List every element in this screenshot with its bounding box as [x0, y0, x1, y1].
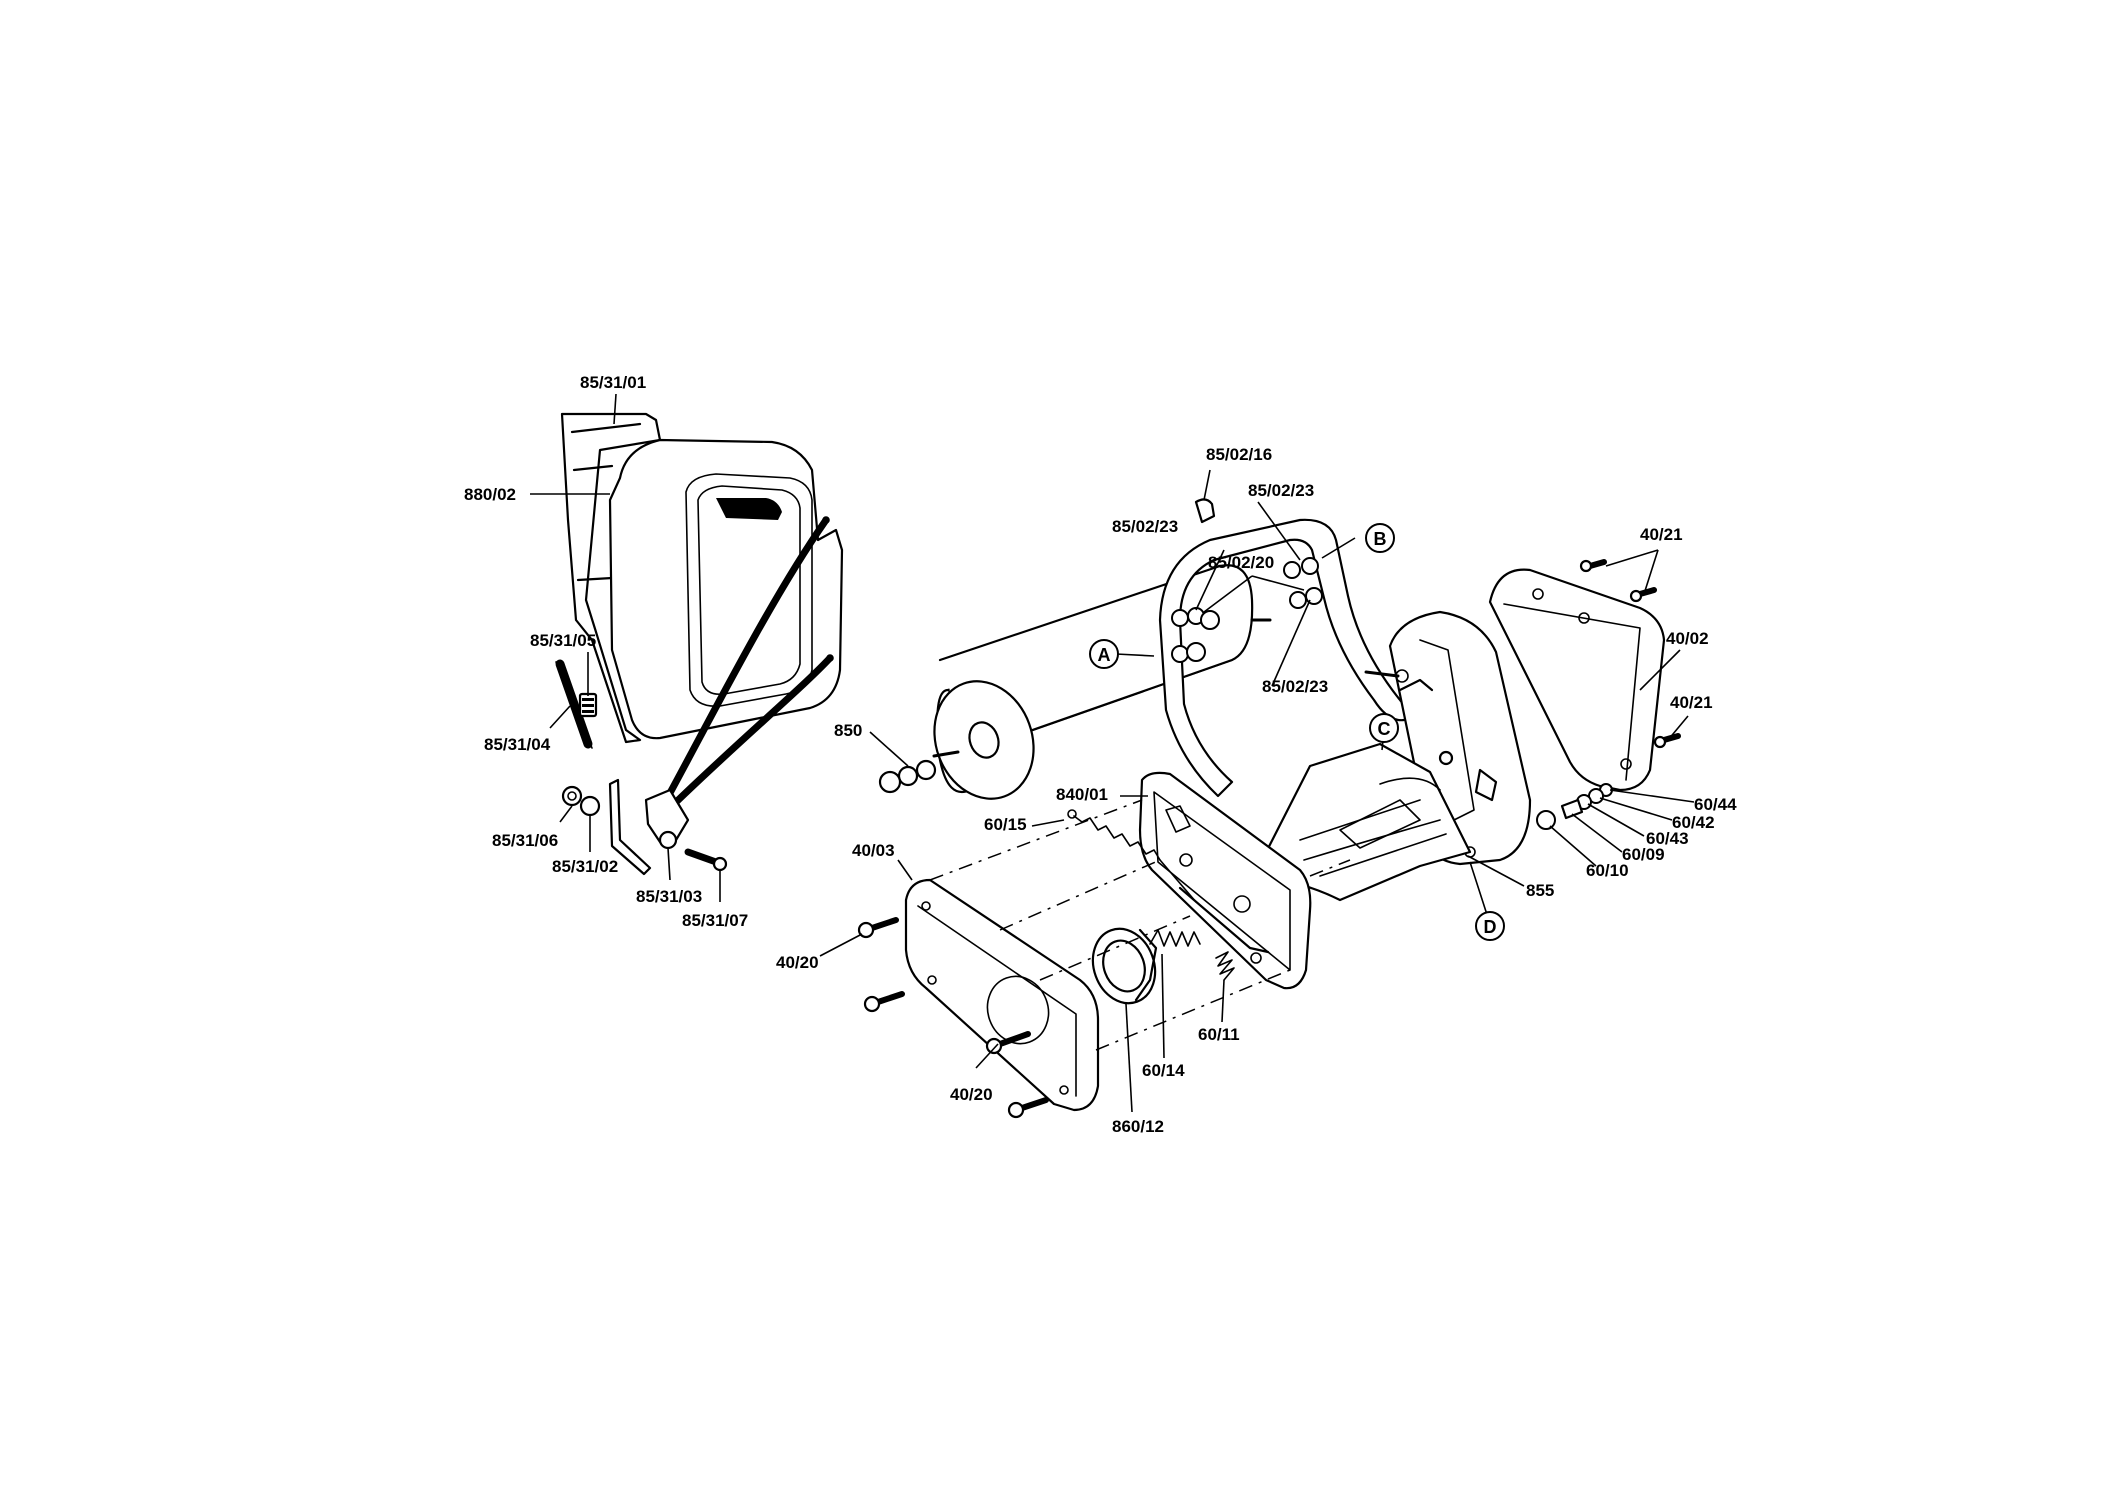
- label-85-31-04: 85/31/04: [484, 735, 551, 754]
- ref-marker-b: B: [1365, 523, 1395, 553]
- grass-box: [560, 412, 844, 810]
- label-40-02: 40/02: [1666, 629, 1709, 648]
- cylinder-body: [1252, 610, 1532, 902]
- label-85-31-03: 85/31/03: [636, 887, 702, 906]
- right-axle-hardware: [1536, 783, 1613, 830]
- label-85-31-01: 85/31/01: [580, 373, 646, 392]
- ref-b-letter: B: [1374, 529, 1387, 549]
- part-labels: 85/31/01 880/02 85/31/05 85/31/04 85/31/…: [464, 373, 1737, 1136]
- label-840-01: 840/01: [1056, 785, 1108, 804]
- label-860-12: 860/12: [1112, 1117, 1164, 1136]
- label-60-14: 60/14: [1142, 1061, 1185, 1080]
- label-60-09: 60/09: [1622, 845, 1665, 864]
- label-855: 855: [1526, 881, 1554, 900]
- label-880-02: 880/02: [464, 485, 516, 504]
- inner-side-plate: [1138, 771, 1312, 990]
- label-60-44: 60/44: [1694, 795, 1737, 814]
- label-85-02-23-c: 85/02/23: [1262, 677, 1328, 696]
- handle-frame: [1158, 518, 1409, 798]
- label-40-20-a: 40/20: [776, 953, 819, 972]
- cover-screws: [857, 917, 1049, 1119]
- grass-box-hardware: [555, 659, 728, 876]
- label-60-42: 60/42: [1672, 813, 1715, 832]
- ref-a-letter: A: [1098, 645, 1111, 665]
- label-85-02-23-b: 85/02/23: [1248, 481, 1314, 500]
- label-85-02-20: 85/02/20: [1208, 553, 1274, 572]
- label-40-03: 40/03: [852, 841, 895, 860]
- leader-lines: [530, 393, 1695, 1113]
- bushing-860-12: [1091, 927, 1158, 1005]
- frame-washers: [1171, 498, 1323, 663]
- label-85-31-05: 85/31/05: [530, 631, 596, 650]
- spring-60-11: [1215, 951, 1235, 981]
- reference-markers: A B C D: [1089, 523, 1505, 941]
- label-85-31-07: 85/31/07: [682, 911, 748, 930]
- label-40-21-b: 40/21: [1670, 693, 1713, 712]
- right-cover: [1488, 559, 1681, 792]
- ref-d-letter: D: [1484, 917, 1497, 937]
- spring-60-15: [1067, 809, 1197, 903]
- label-85-02-16: 85/02/16: [1206, 445, 1272, 464]
- label-60-15: 60/15: [984, 815, 1027, 834]
- spring-60-14: [1149, 929, 1201, 947]
- ref-marker-a: A: [1089, 639, 1119, 669]
- ref-marker-c: C: [1369, 713, 1399, 743]
- label-60-11: 60/11: [1198, 1025, 1240, 1044]
- label-60-10: 60/10: [1586, 861, 1629, 880]
- ref-c-letter: C: [1378, 719, 1391, 739]
- label-85-02-23-a: 85/02/23: [1112, 517, 1178, 536]
- ref-marker-d: D: [1475, 911, 1505, 941]
- label-850: 850: [834, 721, 862, 740]
- label-85-31-02: 85/31/02: [552, 857, 618, 876]
- left-cover: [904, 878, 1100, 1112]
- label-40-20-b: 40/20: [950, 1085, 993, 1104]
- label-85-31-06: 85/31/06: [492, 831, 558, 850]
- label-60-43: 60/43: [1646, 829, 1689, 848]
- label-40-21-a: 40/21: [1640, 525, 1683, 544]
